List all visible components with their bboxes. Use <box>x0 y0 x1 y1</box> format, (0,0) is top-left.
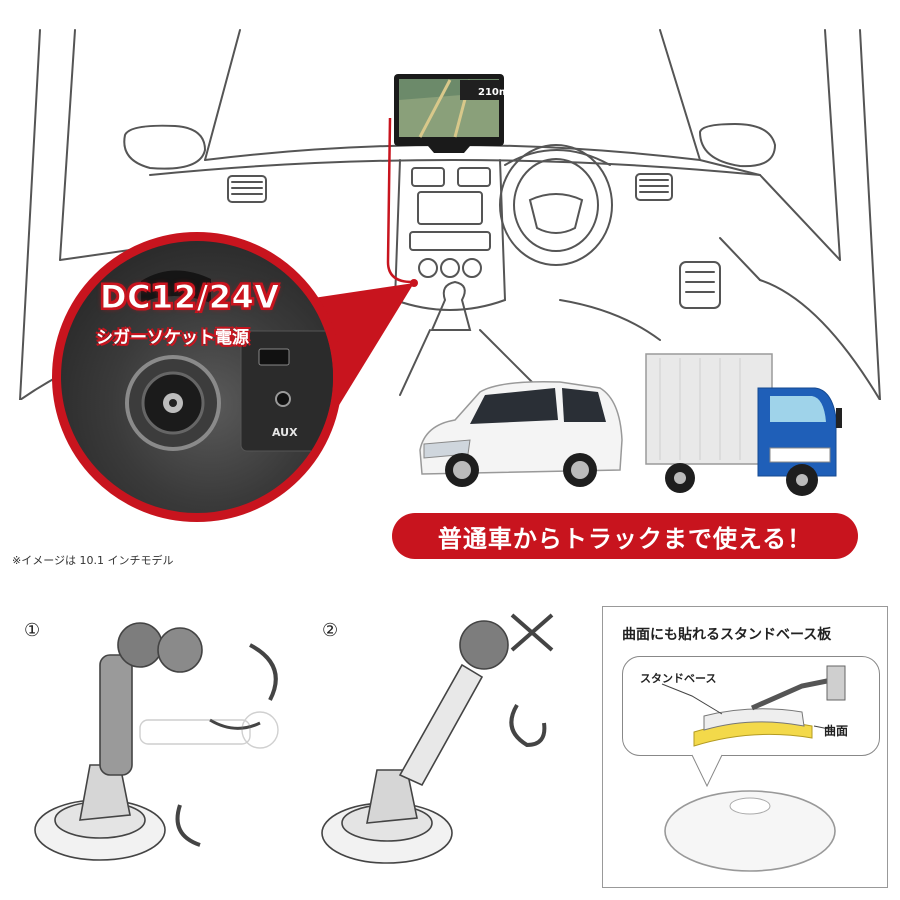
power-spec-subtitle: シガーソケット電源 <box>96 328 249 348</box>
minivan-illustration <box>419 380 623 487</box>
suction-mount-step-one <box>34 622 279 861</box>
screen-distance: 210m <box>478 87 509 98</box>
stand-base-diagram <box>661 665 846 872</box>
step-two-number: ② <box>322 620 339 641</box>
socket-photo-callout <box>52 232 342 522</box>
power-spec-title: DC12/24V <box>100 278 280 317</box>
step-one-number: ① <box>24 620 41 641</box>
aux-port-label: AUX <box>272 426 298 439</box>
compatibility-banner: 普通車からトラックまで使える！ <box>392 513 858 559</box>
stand-base-label: スタンドベース <box>640 672 717 685</box>
suction-mount-step-two <box>321 613 554 864</box>
navigation-device <box>394 74 504 153</box>
curved-surface-label: 曲面 <box>824 724 849 738</box>
image-note: ※イメージは 10.1 インチモデル <box>12 554 174 567</box>
stand-base-panel-title: 曲面にも貼れるスタンドベース板 <box>622 627 832 643</box>
truck-illustration <box>645 353 842 496</box>
cigar-socket-photo <box>125 270 333 452</box>
